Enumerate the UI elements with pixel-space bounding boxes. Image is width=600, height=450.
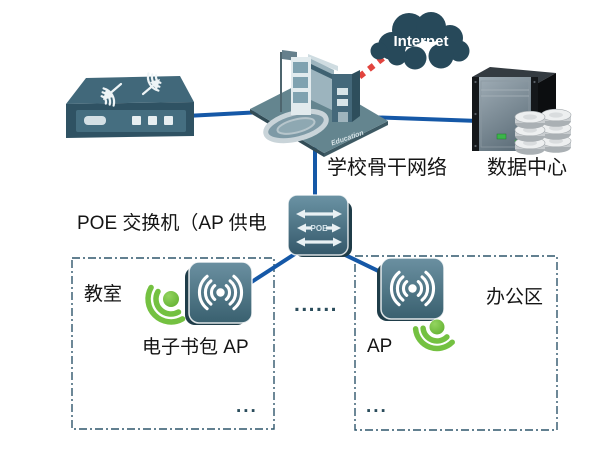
link-building-to-datacenter — [365, 115, 480, 123]
building-tower-right — [332, 74, 352, 122]
ap-signal-icon — [197, 274, 244, 311]
poe-switch: POE — [287, 194, 352, 257]
office-zone-label: 办公区 — [486, 287, 544, 308]
server-led — [496, 133, 507, 140]
ellipsis-more-aps: ...... — [294, 293, 339, 316]
data-center-server — [472, 67, 572, 156]
datacenter-label: 数据中心 — [487, 157, 567, 179]
wireless-ap-classroom — [185, 261, 253, 325]
ac-controller — [66, 72, 194, 138]
internet-cloud: Internet — [370, 12, 470, 70]
school-building: Education — [250, 50, 388, 157]
cloud-icon — [370, 12, 470, 70]
disk-stack — [514, 108, 572, 156]
schoolbag-ap-label: 电子书包 AP — [142, 337, 249, 358]
link-ac-to-building — [185, 110, 263, 118]
ap-signal-icon — [389, 270, 436, 307]
building-windows-left — [293, 62, 308, 103]
ap-label: AP — [367, 336, 393, 357]
building-windows-right — [337, 88, 348, 106]
classroom-zone-box — [71, 257, 275, 430]
wifi-signal-icon-classroom — [145, 284, 186, 325]
office-zone-box — [354, 255, 558, 431]
ac-front-slot — [84, 116, 106, 125]
wifi-signal-icon-office — [412, 319, 455, 352]
poe-switch-arrows — [304, 212, 334, 244]
poe-switch-icon-label: POE — [311, 224, 329, 233]
internet-cloud-label: Internet — [393, 33, 448, 50]
backbone-network-label: 学校骨干网络 — [327, 157, 447, 179]
classroom-zone-label: 教室 — [84, 284, 123, 305]
wireless-ap-office — [377, 257, 445, 321]
ac-front-leds — [132, 116, 173, 125]
wireless-controller-arrowheads — [103, 79, 160, 100]
link-switch-to-ap-left — [248, 248, 303, 285]
poe-switch-arrowheads — [296, 209, 342, 247]
poe-switch-label: POE 交换机（AP 供电 — [77, 213, 267, 234]
ellipsis-office: ... — [366, 396, 388, 417]
ellipsis-classroom: ... — [236, 396, 258, 417]
